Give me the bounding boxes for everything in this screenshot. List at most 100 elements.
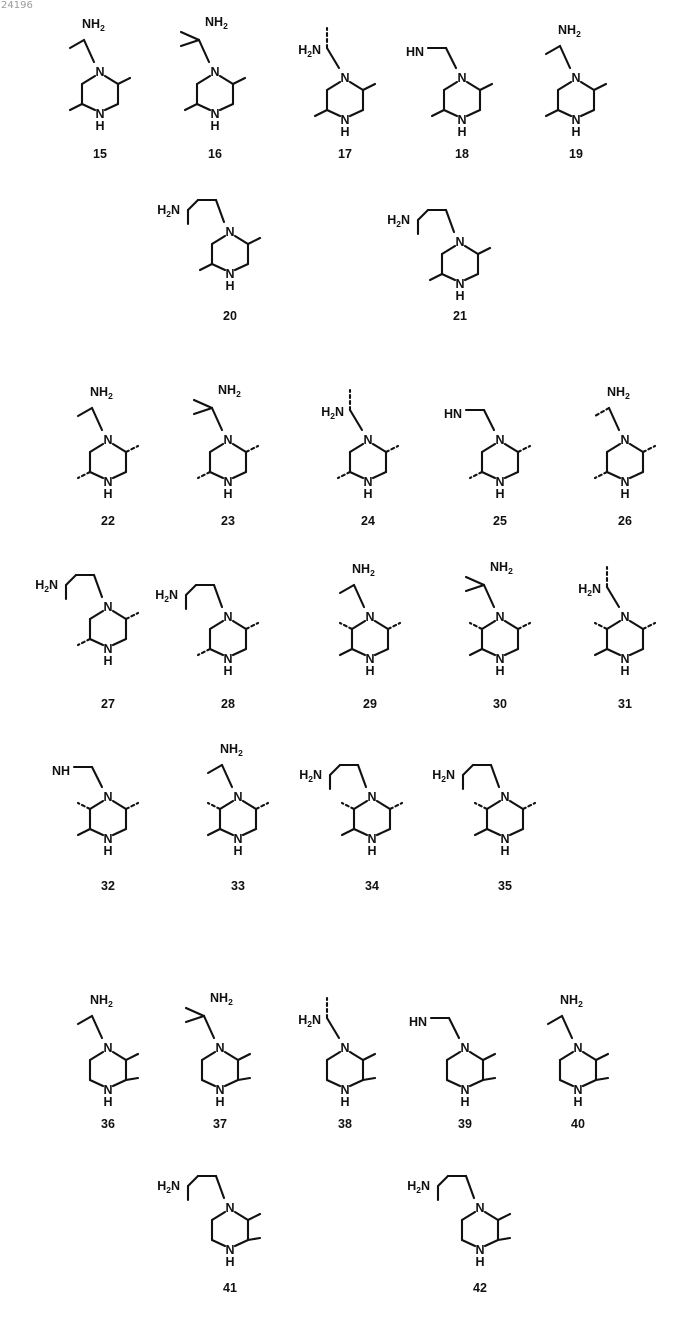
bond: [643, 623, 655, 629]
bond: [354, 801, 367, 809]
bond: [199, 40, 209, 62]
bond: [518, 446, 530, 452]
bond: [113, 472, 126, 478]
bond: [377, 829, 390, 835]
bond: [505, 472, 518, 478]
bond: [478, 248, 490, 254]
bond: [470, 649, 482, 655]
compound-20: NNHH2N20: [157, 200, 260, 323]
bond: [225, 1052, 238, 1060]
amine-label: NH2: [82, 17, 105, 33]
bond: [210, 472, 223, 478]
bond: [444, 110, 457, 116]
ring-n-atom: N: [225, 1201, 234, 1215]
ring-h-atom: H: [210, 119, 219, 133]
ring-n-atom: N: [340, 1041, 349, 1055]
bond: [78, 829, 90, 835]
compound-31: NNHH2N31: [578, 567, 655, 711]
compound-number: 39: [458, 1117, 472, 1131]
bond: [350, 1052, 363, 1060]
bond: [327, 1052, 340, 1060]
bond: [430, 274, 442, 280]
ring-n-atom: N: [103, 790, 112, 804]
bond: [375, 621, 388, 629]
compound-22: NNHNH222: [78, 385, 138, 528]
bond: [90, 1052, 103, 1060]
compound-28: NNHH2N28: [155, 585, 258, 711]
bond: [505, 621, 518, 629]
ring-h-atom: H: [225, 279, 234, 293]
bond: [505, 444, 518, 452]
bond: [581, 110, 594, 116]
bond: [390, 803, 402, 809]
compound-number: 15: [93, 147, 107, 161]
bond: [447, 1080, 460, 1086]
amine-label: HN: [409, 1015, 427, 1029]
bond: [248, 1238, 260, 1240]
compound-38: NNHH2N38: [298, 998, 375, 1131]
bond: [487, 829, 500, 835]
bond: [505, 649, 518, 655]
ring-h-atom: H: [215, 1095, 224, 1109]
compound-30: NNHNH230: [466, 560, 530, 711]
bond: [208, 765, 222, 773]
bond: [198, 472, 210, 478]
bond: [197, 104, 210, 110]
bond: [596, 1054, 608, 1060]
bond: [466, 585, 484, 591]
ring-n-atom: N: [475, 1201, 484, 1215]
bond: [630, 444, 643, 452]
ring-h-atom: H: [103, 654, 112, 668]
bond: [465, 274, 478, 280]
ring-h-atom: H: [500, 844, 509, 858]
bond: [475, 803, 487, 809]
bond: [462, 1240, 475, 1246]
bond: [375, 649, 388, 655]
bond: [113, 444, 126, 452]
bond: [181, 32, 199, 40]
bond: [90, 472, 103, 478]
compound-number: 36: [101, 1117, 115, 1131]
compound-number: 40: [571, 1117, 585, 1131]
compound-15: NNHNH215: [70, 17, 130, 161]
ring-h-atom: H: [340, 1095, 349, 1109]
ring-n-atom: N: [340, 71, 349, 85]
bond: [442, 246, 455, 254]
bond: [463, 765, 473, 775]
ring-h-atom: H: [620, 487, 629, 501]
compound-40: NNHNH240: [548, 993, 608, 1131]
compound-number: 32: [101, 879, 115, 893]
bond: [558, 82, 571, 90]
compound-number: 34: [365, 879, 379, 893]
bond: [186, 1016, 204, 1022]
bond: [212, 408, 222, 430]
bond: [432, 110, 444, 116]
bond: [562, 1016, 572, 1038]
bond: [126, 1078, 138, 1080]
bond: [66, 575, 76, 585]
bond: [596, 1078, 608, 1080]
amine-label: NH2: [607, 385, 630, 401]
ring-h-atom: H: [460, 1095, 469, 1109]
bond: [350, 444, 363, 452]
ring-h-atom: H: [571, 125, 580, 139]
bond: [560, 1080, 573, 1086]
bond: [466, 577, 484, 585]
bond: [548, 1016, 562, 1024]
bond: [483, 1078, 495, 1080]
amine-label: H2N: [432, 768, 455, 784]
bond: [446, 210, 454, 232]
bond: [233, 649, 246, 655]
bond: [315, 110, 327, 116]
bond: [350, 472, 363, 478]
ring-n-atom: N: [233, 790, 242, 804]
bond: [327, 48, 339, 68]
bond: [498, 1238, 510, 1240]
ring-n-atom: N: [495, 610, 504, 624]
bond: [581, 82, 594, 90]
bond: [340, 649, 352, 655]
bond: [354, 585, 364, 607]
compound-number: 38: [338, 1117, 352, 1131]
bond: [609, 408, 619, 430]
